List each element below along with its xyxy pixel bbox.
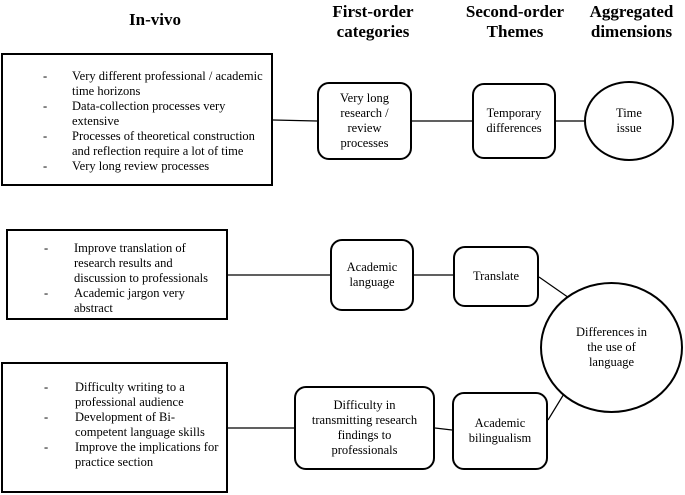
- second-order-label-2: Translate: [472, 269, 520, 283]
- second-order-box-2: Translate: [453, 246, 539, 307]
- invivo-item: Difficulty writing to a professional aud…: [3, 380, 222, 410]
- connector-invivo1-first1: [272, 119, 318, 122]
- invivo-box-2: Improve translation of research results …: [6, 229, 228, 320]
- header-aggregated-dimensions: Aggregated dimensions: [589, 2, 674, 41]
- invivo-item: Data-collection processes very extensive: [3, 99, 265, 129]
- second-order-box-3: Academic bilingualism: [452, 392, 548, 470]
- invivo-list-3: Difficulty writing to a professional aud…: [3, 380, 222, 470]
- first-order-label-3: Difficulty in transmitting research find…: [311, 398, 418, 457]
- invivo-item: Processes of theoretical construction an…: [3, 129, 265, 159]
- first-order-box-1: Very long research / review processes: [317, 82, 412, 160]
- invivo-list-2: Improve translation of research results …: [8, 241, 222, 316]
- second-order-label-3: Academic bilingualism: [468, 416, 532, 445]
- aggregated-label-1: Time issue: [616, 106, 642, 135]
- invivo-list-1: Very different professional / academic t…: [3, 69, 265, 174]
- second-order-label-1: Temporary differences: [486, 106, 542, 135]
- invivo-item: Improve translation of research results …: [8, 241, 222, 286]
- connector-first3-second3: [434, 427, 453, 431]
- first-order-label-1: Very long research / review processes: [340, 91, 389, 150]
- invivo-box-3: Difficulty writing to a professional aud…: [1, 362, 228, 493]
- aggregated-ellipse-2: Differences in the use of language: [540, 282, 683, 413]
- invivo-item: Very different professional / academic t…: [3, 69, 265, 99]
- header-first-order-categories: First-order categories: [332, 2, 414, 41]
- first-order-box-3: Difficulty in transmitting research find…: [294, 386, 435, 470]
- invivo-item: Development of Bi-competent language ski…: [3, 410, 222, 440]
- second-order-box-1: Temporary differences: [472, 83, 556, 159]
- aggregated-ellipse-1: Time issue: [584, 81, 674, 161]
- invivo-item: Very long review processes: [3, 159, 265, 174]
- header-second-order-themes: Second-order Themes: [465, 2, 565, 41]
- first-order-label-2: Academic language: [346, 260, 398, 289]
- first-order-box-2: Academic language: [330, 239, 414, 311]
- invivo-box-1: Very different professional / academic t…: [1, 53, 273, 186]
- aggregated-label-2: Differences in the use of language: [576, 325, 647, 369]
- header-in-vivo: In-vivo: [129, 10, 181, 29]
- invivo-item: Academic jargon very abstract: [8, 286, 222, 316]
- invivo-item: Improve the implications for practice se…: [3, 440, 222, 470]
